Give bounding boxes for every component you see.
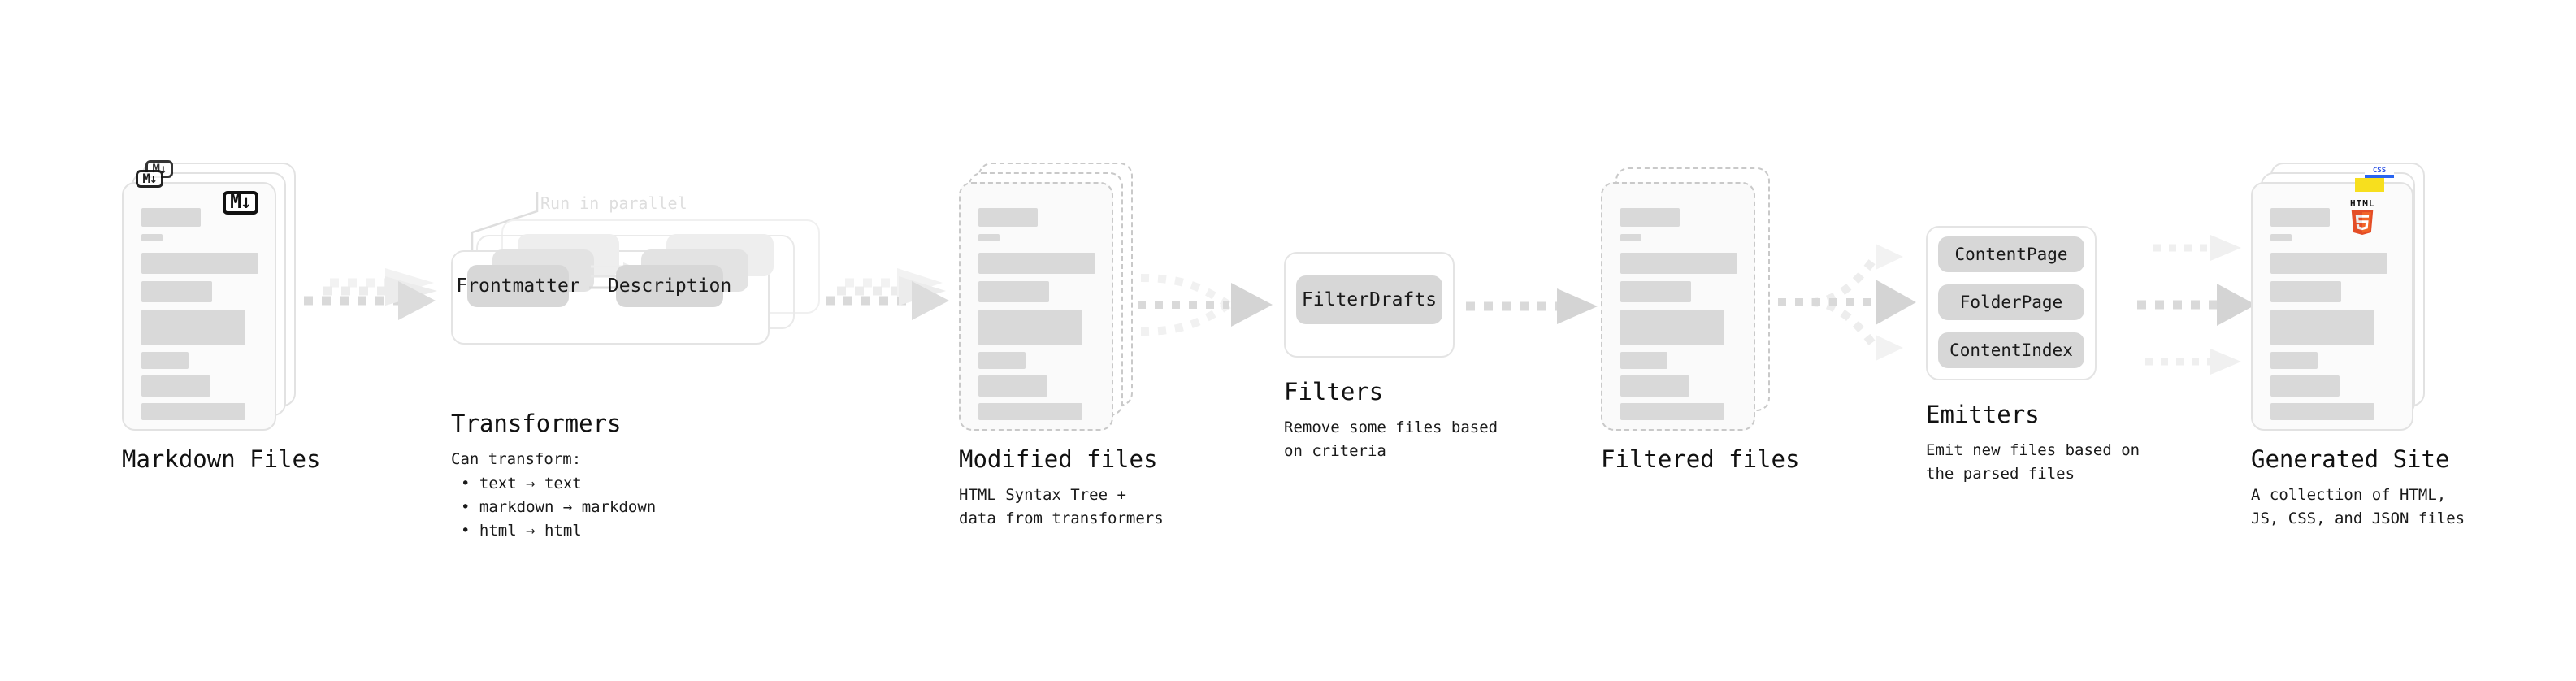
chip-folderpage[interactable]: FolderPage — [1938, 284, 2084, 320]
chip-contentpage[interactable]: ContentPage — [1938, 236, 2084, 272]
stage-title-transformers: Transformers — [451, 410, 622, 437]
stage-generated-site: CSS HTML Generated Site A collection of … — [2251, 163, 2465, 527]
markdown-badge-mid: M↓ — [136, 170, 163, 188]
markdown-badge-icon: M↓ — [223, 191, 258, 215]
chip-contentindex[interactable]: ContentIndex — [1938, 332, 2084, 368]
run-in-parallel-label: Run in parallel — [540, 193, 687, 213]
connector-modified-to-filters — [1130, 260, 1284, 349]
html5-shield-icon — [2352, 210, 2374, 235]
chip-description[interactable]: Description — [608, 265, 731, 307]
file-card-front — [959, 182, 1113, 431]
modified-files-subtitle: HTML Syntax Tree + data from transformer… — [959, 486, 1164, 527]
file-card-front — [122, 182, 276, 431]
stage-filtered-files: Filtered files — [1601, 163, 1799, 473]
run-in-parallel-brace — [467, 192, 565, 257]
stage-title-generated-site: Generated Site — [2251, 445, 2450, 473]
stage-title-modified-files: Modified files — [959, 445, 1158, 473]
generated-site-subtitle: A collection of HTML, JS, CSS, and JSON … — [2251, 486, 2465, 527]
stage-title-filtered-files: Filtered files — [1601, 445, 1800, 473]
js-badge-icon — [2355, 178, 2384, 192]
filtered-file-stack — [1601, 163, 1788, 431]
chip-filterdrafts[interactable]: FilterDrafts — [1296, 275, 1442, 324]
filters-subtitle: Remove some files based on criteria — [1284, 419, 1498, 460]
connector-emitters-to-site — [2113, 232, 2259, 378]
css-badge-icon: CSS — [2365, 165, 2394, 178]
chip-frontmatter[interactable]: Frontmatter — [456, 265, 580, 307]
transformers-bullet-1: • markdown → markdown — [461, 498, 657, 516]
transformers-bullet-2: • html → html — [461, 522, 582, 540]
html5-badge-word: HTML — [2350, 198, 2375, 209]
stage-markdown-files: M↓ M↓ M↓ Markdown Files — [122, 160, 320, 473]
modified-file-stack — [959, 163, 1146, 431]
stage-title-emitters: Emitters — [1926, 401, 2040, 428]
stage-title-markdown-files: Markdown Files — [122, 445, 321, 473]
transformers-subtitle: Can transform: — [451, 450, 582, 468]
connector-markdown-to-transformers — [301, 268, 455, 341]
connector-filters-to-filtered — [1463, 288, 1601, 337]
file-card-front — [2251, 182, 2413, 431]
generated-file-stack: CSS HTML — [2251, 163, 2446, 431]
connector-filtered-to-emitters — [1772, 244, 1926, 362]
stage-title-filters: Filters — [1284, 378, 1384, 406]
file-card-front — [1601, 182, 1755, 431]
html5-badge-icon: HTML — [2350, 199, 2375, 236]
connector-transformers-to-modified — [813, 268, 959, 341]
emitters-subtitle: Emit new files based on the parsed files — [1926, 441, 2140, 483]
transformers-bullet-0: • text → text — [461, 475, 582, 492]
markdown-file-stack: M↓ M↓ M↓ — [122, 160, 309, 431]
stage-modified-files: Modified files HTML Syntax Tree + data f… — [959, 163, 1164, 527]
